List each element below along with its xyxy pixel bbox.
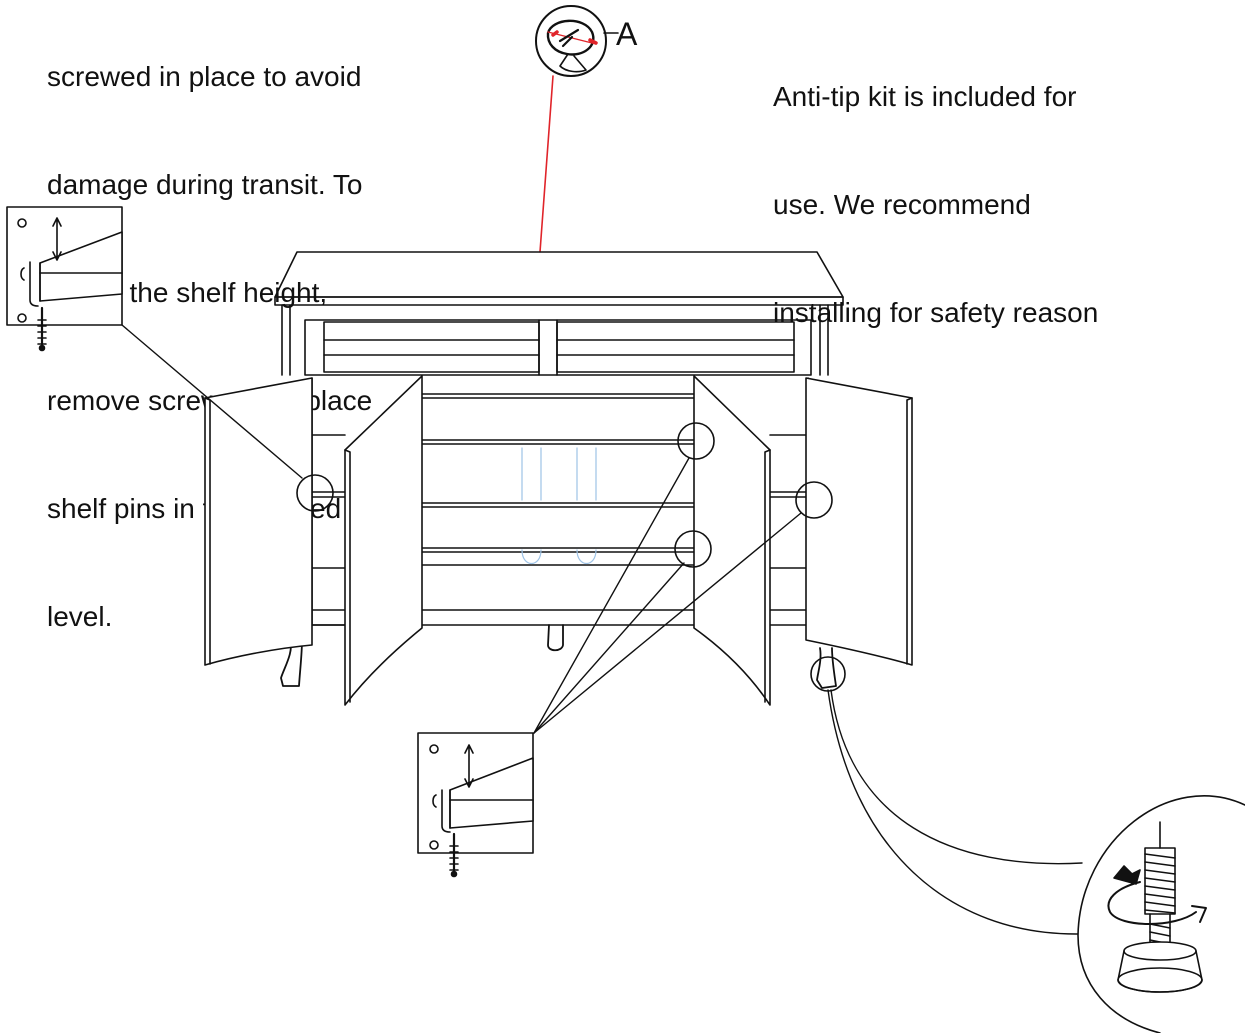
anti-tip-label: A [616, 16, 638, 52]
shelf-pin-detail-left [6, 206, 123, 352]
note-line: installing for safety reason [773, 297, 1099, 328]
leveler-foot-detail [1077, 795, 1245, 1033]
shelf-pin-circle [795, 481, 833, 519]
shelf-pin-circle [296, 474, 334, 512]
note-line: Anti-tip kit is included for [773, 81, 1077, 112]
note-line: damage during transit. To [47, 169, 363, 200]
right-outer-door [805, 377, 913, 666]
note-line: screwed in place to avoid [47, 61, 362, 92]
shelf-pin-highlights [296, 422, 846, 692]
note-line: use. We recommend [773, 189, 1031, 220]
detail-leader-lines [121, 324, 1083, 935]
shelf-pin-circle [674, 530, 712, 568]
anti-tip-leader-line [539, 75, 554, 253]
shelf-pin-detail-center [417, 732, 534, 878]
shelf-pin-circle [677, 422, 715, 460]
left-outer-door [204, 377, 313, 666]
note-line: level. [47, 601, 113, 632]
anti-tip-note: Anti-tip kit is included for use. We rec… [773, 7, 1203, 367]
leveler-circle [810, 656, 846, 692]
right-inner-door [693, 375, 771, 706]
left-inner-door [344, 375, 423, 706]
anti-tip-detail: A [535, 5, 638, 77]
